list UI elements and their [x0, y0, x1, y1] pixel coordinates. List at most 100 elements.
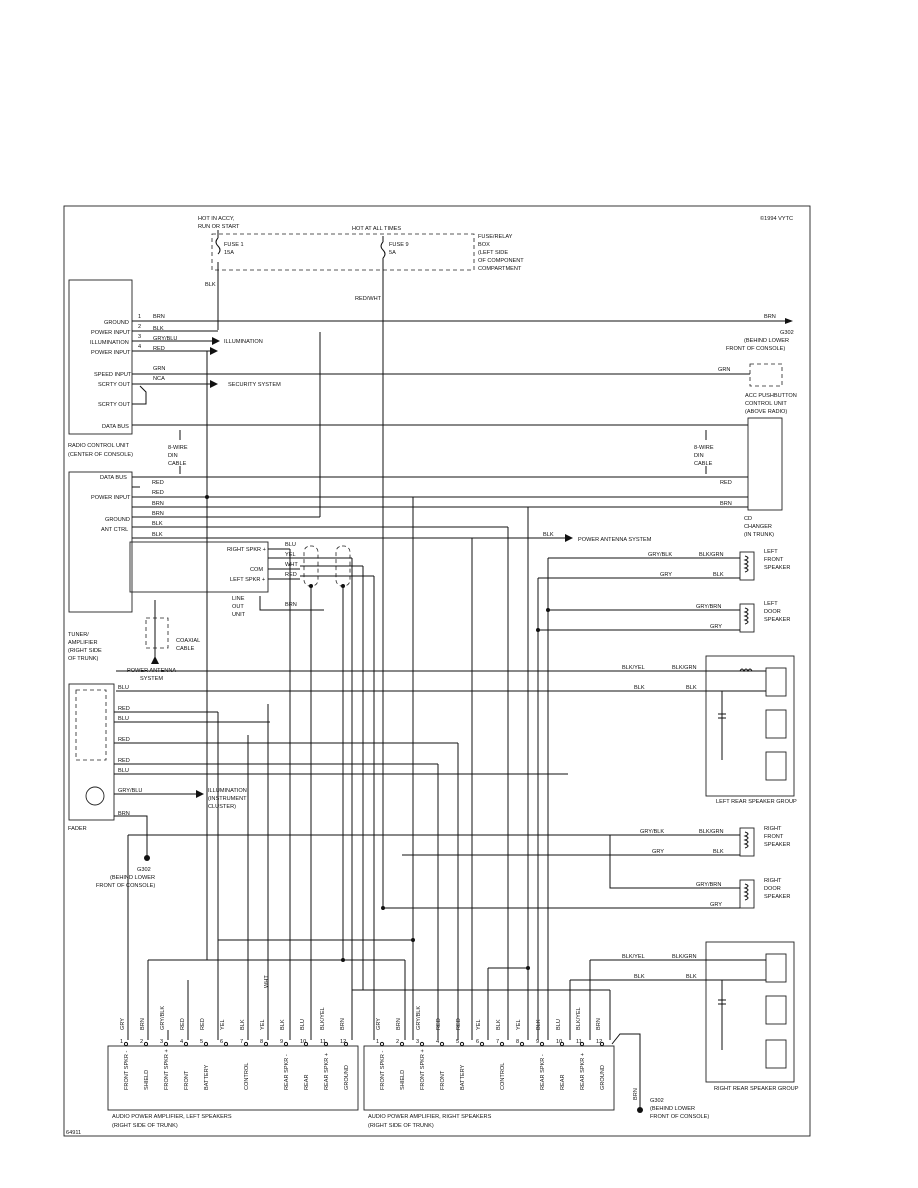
antenna-wire-blk: BLK — [543, 532, 554, 538]
fuse-box-3: (LEFT SIDE — [478, 250, 508, 256]
amp_left-name: AUDIO POWER AMPLIFIER, LEFT SPEAKERS — [112, 1114, 232, 1120]
rcu-pin-ground: GROUND — [104, 320, 129, 326]
svg-text:(BEHIND LOWER: (BEHIND LOWER — [650, 1106, 695, 1112]
svg-text:BLK/GRN: BLK/GRN — [699, 552, 724, 558]
radio-control-unit: GROUND POWER INPUT ILLUMINATION POWER IN… — [68, 279, 785, 458]
fuse-box-5: COMPARTMENT — [478, 266, 522, 272]
security-arrow-label: SECURITY SYSTEM — [228, 382, 281, 388]
tuner-wire-blk1: BLK — [152, 521, 163, 527]
amp_left-pin-label-9: REAR SPKR - — [284, 1054, 290, 1090]
illumination-arrow-label: ILLUMINATION — [224, 339, 263, 345]
amp_right-box — [363, 1045, 615, 1111]
amp_right-terminal-8 — [519, 1041, 525, 1047]
amp_left-wire-1: GRY — [120, 1018, 126, 1030]
amp_right-wire-1: GRY — [376, 1018, 382, 1030]
svg-text:GRY/BLU: GRY/BLU — [118, 788, 142, 794]
tuner-pin-ant: ANT CTRL — [101, 527, 128, 533]
rcu-pin-scrty1: SCRTY OUT — [98, 382, 131, 388]
figure-id: 64911 — [66, 1130, 81, 1136]
svg-text:FRONT OF CONSOLE): FRONT OF CONSOLE) — [650, 1114, 709, 1120]
rcu-num-2: 2 — [138, 324, 141, 330]
amp_right-wire-10: BLU — [556, 1019, 562, 1030]
coax-shield — [145, 617, 169, 649]
amp_right-terminal-9 — [539, 1041, 545, 1047]
cd-changer-3: (IN TRUNK) — [744, 532, 774, 538]
left-rear-speaker-group: LEFT REAR SPEAKER GROUP BLK/YEL BLK/GRN … — [116, 655, 797, 805]
amp_right-pin-label-10: REAR — [560, 1074, 566, 1090]
acc-unit-3: (ABOVE RADIO) — [745, 409, 787, 415]
tuner-amplifier: DATA BUS POWER INPUT GROUND ANT CTRL RED… — [68, 332, 748, 682]
svg-text:RIGHT REAR SPEAKER GROUP: RIGHT REAR SPEAKER GROUP — [714, 1086, 799, 1092]
tuner-box — [68, 471, 133, 613]
amp_right-pin-num-5: 5 — [456, 1039, 459, 1045]
acc-unit-2: CONTROL UNIT — [745, 401, 787, 407]
fuse9-rating: 5A — [389, 250, 396, 256]
svg-text:GRY/BLK: GRY/BLK — [648, 552, 672, 558]
amp_left-wire-12: BRN — [340, 1018, 346, 1030]
cd-changer-2: CHANGER — [744, 524, 772, 530]
rcu-pin-power1: POWER INPUT — [91, 330, 131, 336]
amp_right-name: AUDIO POWER AMPLIFIER, RIGHT SPEAKERS — [368, 1114, 492, 1120]
amp_left-terminal-7 — [243, 1041, 249, 1047]
amp_left-pin-label-4: FRONT — [184, 1070, 190, 1090]
amp_right-terminal-4 — [439, 1041, 445, 1047]
amp_left-pin-num-4: 4 — [180, 1039, 183, 1045]
amp_right-wire-9: BLK — [536, 1019, 542, 1030]
tuner-wire-brn2: BRN — [152, 511, 164, 517]
svg-text:RED: RED — [118, 737, 130, 743]
svg-text:RED: RED — [118, 758, 130, 764]
svg-text:BLK/GRN: BLK/GRN — [672, 954, 697, 960]
fuse1-rating: 15A — [224, 250, 234, 256]
amp_right-wire-11: BLK/YEL — [576, 1007, 582, 1030]
amp_left-pin-num-9: 9 — [280, 1039, 283, 1045]
amp_right-pin-num-12: 12 — [596, 1039, 602, 1045]
right-grn-wire: GRN — [718, 367, 730, 373]
amp_right-pin-label-4: FRONT — [440, 1070, 446, 1090]
amp_left-pin-num-7: 7 — [240, 1039, 243, 1045]
amp-left-wht-label: WHT — [264, 975, 270, 988]
fader-box — [68, 683, 115, 821]
hot-in-acc-1: HOT IN ACCY, — [198, 216, 235, 222]
amp_left-pin-num-2: 2 — [140, 1039, 143, 1045]
tuner-name-1: TUNER/ — [68, 632, 89, 638]
svg-text:FRONT: FRONT — [764, 834, 784, 840]
amp_right-location: (RIGHT SIDE OF TRUNK) — [368, 1123, 434, 1129]
amp_right-terminal-1 — [379, 1041, 385, 1047]
lineout-name-2: OUT — [232, 604, 244, 610]
svg-text:GRY/BRN: GRY/BRN — [696, 882, 721, 888]
wire-blk-label: BLK — [205, 282, 216, 288]
acc-unit-1: ACC PUSHBUTTON — [745, 393, 797, 399]
amp_left-pin-label-10: REAR — [304, 1074, 310, 1090]
amp_right-wire-7: BLK — [496, 1019, 502, 1030]
right-brn-wire: BRN — [764, 314, 776, 320]
tuner-name-3: (RIGHT SIDE — [68, 648, 102, 654]
rcu-name-1: RADIO CONTROL UNIT — [68, 443, 130, 449]
diagram-frame — [63, 205, 811, 1137]
amp_left-terminal-6 — [223, 1041, 229, 1047]
svg-text:BLU: BLU — [118, 685, 129, 691]
g302-top-1: G302 — [780, 330, 794, 336]
lineout-wire-red: RED — [285, 572, 297, 578]
power-feed: HOT IN ACCY, RUN OR START HOT AT ALL TIM… — [198, 216, 524, 910]
fader: FADER BLU RED BLU RED RED BLU GRY/BLU IL… — [68, 683, 568, 1040]
amp_left-wire-2: BRN — [140, 1018, 146, 1030]
svg-text:SPEAKER: SPEAKER — [764, 894, 790, 900]
amp_left-pin-label-2: SHIELD — [144, 1070, 150, 1090]
rcu-name-2: (CENTER OF CONSOLE) — [68, 452, 133, 458]
amp_right-pin-num-9: 9 — [536, 1039, 539, 1045]
svg-text:GRY/BRN: GRY/BRN — [696, 604, 721, 610]
right-rear-speaker-group: RIGHT REAR SPEAKER GROUP BLK/YEL BLK/GRN… — [569, 941, 799, 1092]
right-front-speaker: RIGHT FRONT SPEAKER GRY/BLK BLK/GRN GRY … — [128, 826, 790, 857]
amp_left-pin-num-10: 10 — [300, 1039, 306, 1045]
svg-text:RIGHT: RIGHT — [764, 826, 782, 832]
amp_left-wire-8: YEL — [260, 1019, 266, 1030]
svg-text:G302: G302 — [650, 1098, 664, 1104]
rcu-pin-power2: POWER INPUT — [91, 350, 131, 356]
rcu-pin-databus: DATA BUS — [102, 424, 129, 430]
rcu-wire-4: RED — [153, 346, 165, 352]
svg-text:DOOR: DOOR — [764, 886, 781, 892]
left-door-speaker: LEFT DOOR SPEAKER GRY/BRN GRY — [536, 558, 790, 1040]
amp_right-terminal-6 — [479, 1041, 485, 1047]
rcu-wire-scrty: NCA — [153, 376, 165, 382]
svg-text:GRY: GRY — [710, 624, 722, 630]
